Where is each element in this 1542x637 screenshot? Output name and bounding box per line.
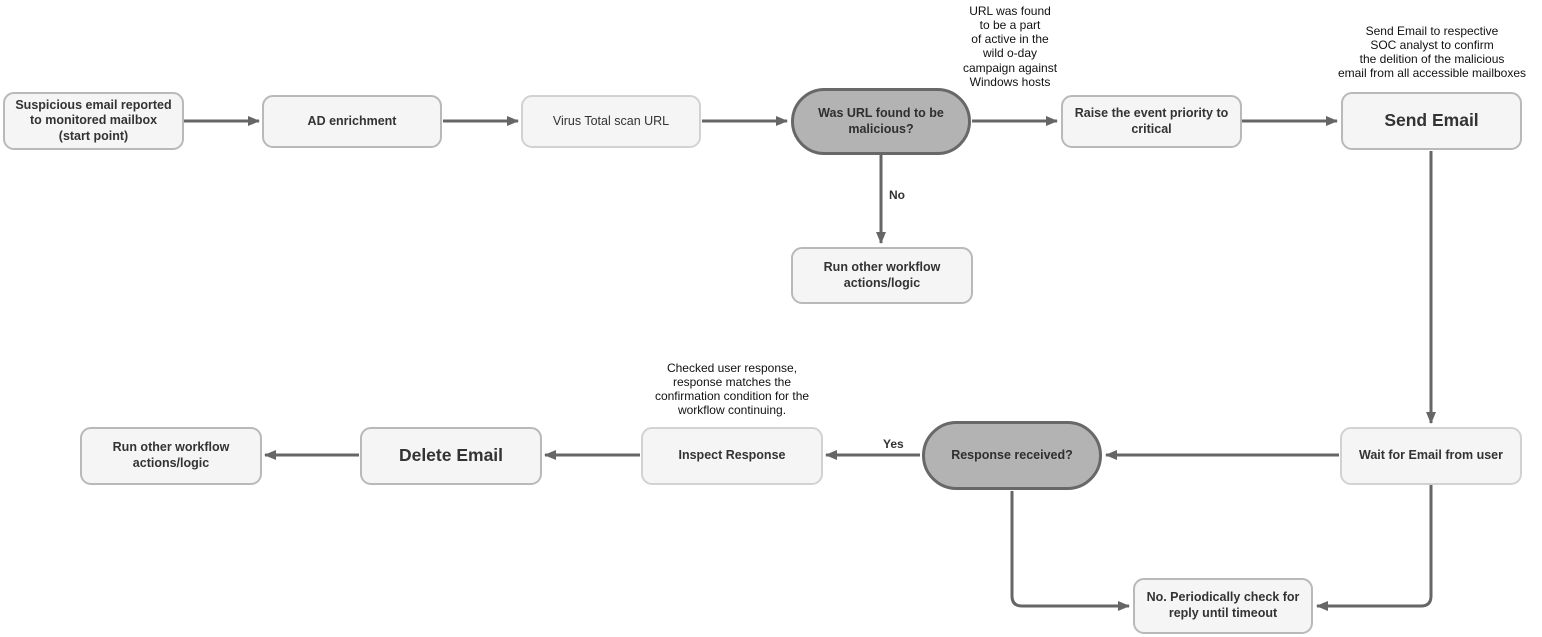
edge-label-no: No	[889, 188, 905, 202]
node-run-other-workflow-left[interactable]: Run other workflow actions/logic	[80, 427, 262, 485]
node-decision-url-malicious[interactable]: Was URL found to be malicious?	[791, 88, 971, 155]
node-ad-enrichment[interactable]: AD enrichment	[262, 95, 442, 148]
node-run-other-workflow-mid[interactable]: Run other workflow actions/logic	[791, 247, 973, 304]
annotation-checked-response: Checked user response, response matches …	[654, 361, 810, 418]
node-delete-email[interactable]: Delete Email	[360, 427, 542, 485]
node-raise-priority[interactable]: Raise the event priority to critical	[1061, 95, 1242, 148]
node-wait-for-email[interactable]: Wait for Email from user	[1340, 427, 1522, 485]
node-virustotal-scan[interactable]: Virus Total scan URL	[521, 95, 701, 148]
edge-decision2-to-periodic	[1010, 491, 1130, 611]
node-send-email[interactable]: Send Email	[1341, 92, 1522, 150]
annotation-send-email: Send Email to respective SOC analyst to …	[1337, 24, 1527, 81]
edge-label-yes: Yes	[883, 437, 904, 451]
node-start[interactable]: Suspicious email reported to monitored m…	[3, 92, 184, 150]
node-inspect-response[interactable]: Inspect Response	[641, 427, 823, 485]
edge-wait-to-periodic	[1316, 485, 1433, 611]
node-periodic-check[interactable]: No. Periodically check for reply until t…	[1133, 578, 1313, 634]
node-decision-response-received[interactable]: Response received?	[922, 421, 1102, 490]
annotation-campaign: URL was found to be a part of active in …	[962, 4, 1058, 89]
